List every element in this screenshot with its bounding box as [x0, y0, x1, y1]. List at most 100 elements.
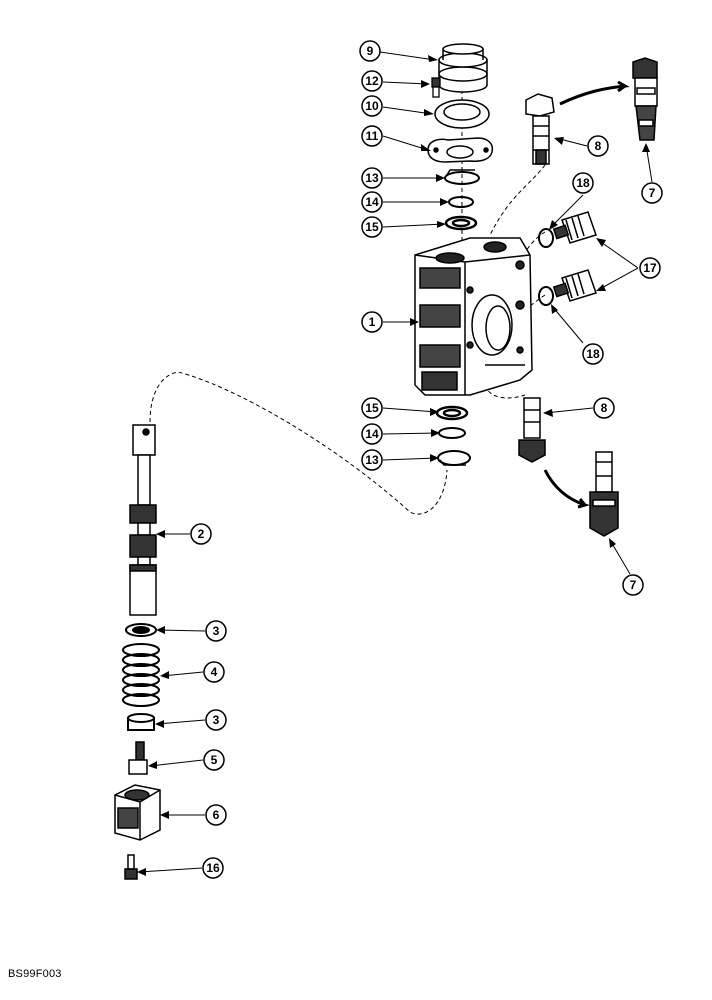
- callout-8-lower-label: 8: [601, 401, 608, 415]
- callout-3-upper: 3: [205, 620, 227, 642]
- callout-15-upper-label: 15: [365, 220, 379, 234]
- spool-path-line: [149, 371, 448, 515]
- leader-12: [382, 81, 429, 85]
- arrowhead-2: [156, 530, 165, 538]
- callout-11: 11: [361, 125, 383, 147]
- callout-14-lower-label: 14: [365, 427, 379, 441]
- part-13-ring-lower: [437, 450, 471, 466]
- arrowhead-6: [160, 811, 169, 819]
- part-16-screw: [124, 854, 138, 880]
- leader-5: [149, 759, 204, 767]
- arrowhead-12: [421, 80, 430, 88]
- callout-9: 9: [359, 40, 381, 62]
- leader-3b: [156, 719, 206, 725]
- callout-3-lower-label: 3: [213, 713, 220, 727]
- callout-markers: 9 12 10 11 13 14 15 1 8 7 18 17 18 15 14…: [190, 40, 663, 879]
- arrowhead-15a: [437, 221, 446, 228]
- leader-14b: [382, 432, 439, 435]
- leader-15a: [382, 223, 445, 228]
- leader-18b: [551, 305, 584, 344]
- part-18-oring-lower: [538, 286, 554, 306]
- arrowhead-18a: [549, 220, 558, 230]
- leader-3a: [157, 629, 206, 632]
- leader-18a: [549, 194, 584, 229]
- callout-13-lower: 13: [361, 449, 383, 471]
- callout-5: 5: [203, 749, 225, 771]
- part-9-seal-stack: [438, 43, 488, 93]
- callout-4: 4: [203, 661, 225, 683]
- callout-16: 16: [202, 857, 224, 879]
- leader-13b: [382, 457, 438, 461]
- callout-14-upper: 14: [361, 191, 383, 213]
- leader-10: [382, 106, 433, 115]
- arrowhead-17b: [596, 284, 606, 291]
- part-8-cartridge-upper: [525, 93, 555, 165]
- callout-13-upper: 13: [361, 167, 383, 189]
- callout-12-label: 12: [365, 74, 379, 88]
- arrowhead-13a: [436, 174, 445, 182]
- callout-10-label: 10: [365, 99, 379, 113]
- part-11-flange: [427, 137, 494, 163]
- arrowhead-16: [137, 868, 146, 876]
- callout-17-label: 17: [643, 261, 657, 275]
- part-4-spring: [122, 643, 160, 707]
- callout-6: 6: [205, 804, 227, 826]
- lower-valve-swap-arrow: [543, 469, 591, 509]
- callout-2: 2: [190, 523, 212, 545]
- callout-13-upper-label: 13: [365, 171, 379, 185]
- callout-3-lower: 3: [205, 709, 227, 731]
- callout-13-lower-label: 13: [365, 453, 379, 467]
- callout-12: 12: [361, 70, 383, 92]
- part-2-spool: [129, 424, 157, 616]
- callout-14-lower: 14: [361, 423, 383, 445]
- leader-16: [138, 867, 203, 873]
- leader-17: [597, 239, 639, 291]
- figure-code: BS99F003: [8, 968, 62, 980]
- part-15-seal-upper: [444, 215, 478, 231]
- arrowhead-1: [410, 318, 419, 326]
- callout-18-upper: 18: [572, 172, 594, 194]
- arrowhead-8a: [554, 137, 564, 145]
- part-8-cartridge-lower: [518, 397, 546, 463]
- part-17-plug-upper: [552, 211, 597, 244]
- callout-7-lower-label: 7: [630, 578, 637, 592]
- callout-2-label: 2: [198, 527, 205, 541]
- leader-9: [379, 51, 436, 61]
- callout-15-upper: 15: [361, 216, 383, 238]
- part-14-oring-lower: [438, 427, 466, 439]
- callout-15-lower: 15: [361, 397, 383, 419]
- arrowhead-10: [424, 109, 434, 116]
- callout-7-upper: 7: [641, 182, 663, 204]
- callout-1: 1: [361, 311, 383, 333]
- callout-5-label: 5: [211, 753, 218, 767]
- leader-lines: [138, 51, 653, 873]
- part-5-bolt: [128, 741, 148, 775]
- arrowhead-14a: [440, 198, 449, 206]
- arrowhead-3a: [156, 626, 165, 634]
- callout-3-upper-label: 3: [213, 624, 220, 638]
- arrowhead-7b: [609, 538, 616, 548]
- leader-15b: [382, 407, 438, 413]
- part-10-washer: [434, 99, 490, 129]
- callout-8-upper: 8: [587, 135, 609, 157]
- upper-valve-path-line: [489, 164, 546, 236]
- arrowhead-5: [148, 761, 157, 769]
- callout-18-upper-label: 18: [576, 176, 590, 190]
- callout-4-label: 4: [211, 665, 218, 679]
- part-14-oring-upper: [448, 196, 474, 208]
- arrowhead-9: [428, 55, 438, 62]
- part-17-plug-lower: [552, 269, 597, 302]
- callout-9-label: 9: [367, 44, 374, 58]
- callout-1-label: 1: [369, 315, 376, 329]
- arrowhead-7a: [642, 143, 650, 152]
- arrowhead-18b: [551, 304, 558, 314]
- callout-7-upper-label: 7: [649, 186, 656, 200]
- part-3-retainer-upper: [125, 623, 157, 637]
- callout-17: 17: [639, 257, 661, 279]
- arrowhead-3b: [155, 720, 164, 728]
- arrowhead-4: [160, 671, 169, 679]
- part-1-valve-body: [414, 237, 533, 396]
- upper-valve-swap-arrow: [559, 80, 630, 106]
- part-7-relief-valve-upper: [632, 57, 658, 141]
